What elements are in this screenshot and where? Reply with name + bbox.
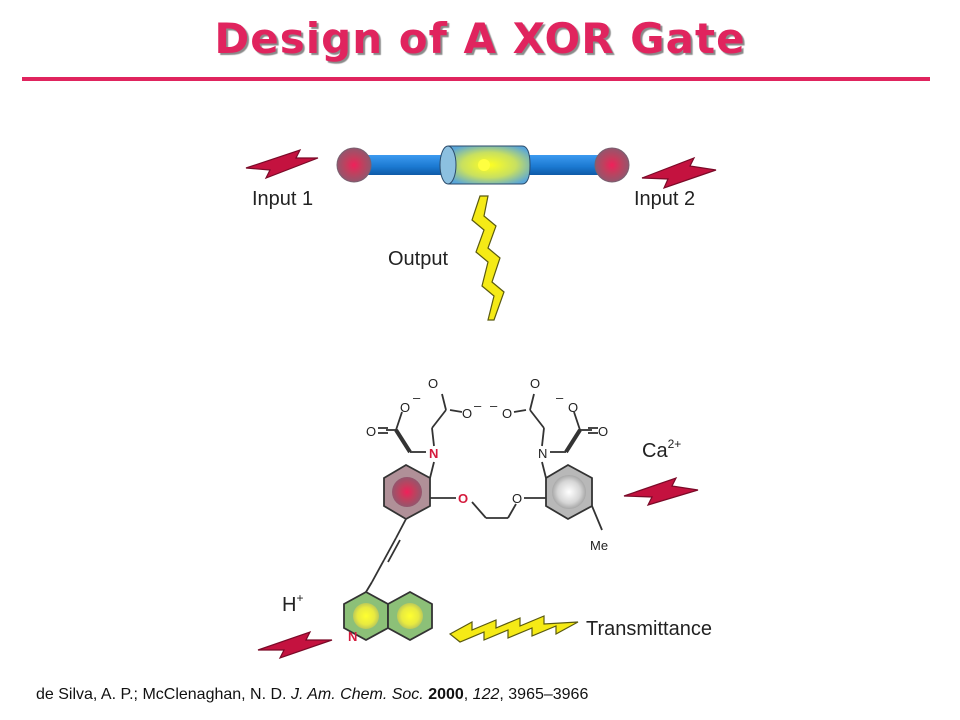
svg-text:O: O [462,406,472,421]
output-lightning-icon [471,195,505,321]
input1-receptor-icon [336,147,372,183]
transmittance-lightning-icon [448,615,579,643]
svg-text:O: O [598,424,608,439]
title-underline [22,77,930,81]
svg-text:Me: Me [590,538,608,553]
svg-text:O: O [502,406,512,421]
citation-year: 2000 [428,686,464,703]
citation: de Silva, A. P.; McClenaghan, N. D. J. A… [36,686,589,703]
ca-arrow-icon [623,476,699,506]
svg-text:–: – [556,390,564,405]
input2-arrow-icon [641,156,717,190]
svg-text:–: – [413,390,421,405]
page-title: Design of A XOR Gate [214,14,746,63]
svg-text:N: N [348,629,357,644]
svg-text:O: O [568,400,578,415]
svg-text:O: O [366,424,376,439]
svg-text:O: O [530,376,540,391]
citation-authors: de Silva, A. P.; McClenaghan, N. D. [36,686,287,703]
h-ion-label: H+ [282,591,304,617]
output-label: Output [388,248,449,270]
molecule-atom-labels: O O – O O – – O O O – O N N O O Me N [348,376,608,644]
citation-pages: 3965–3966 [508,686,589,703]
svg-text:O: O [428,376,438,391]
ca-base: Ca [642,440,668,462]
svg-text:N: N [538,446,547,461]
input2-label: Input 2 [634,188,696,210]
transmittance-label: Transmittance [586,618,712,640]
molecule-structure [343,393,603,642]
svg-text:–: – [474,398,482,413]
h-charge: + [296,591,304,605]
svg-text:–: – [490,398,498,413]
h-base: H [282,594,297,616]
svg-text:O: O [512,491,522,506]
svg-text:O: O [458,491,468,506]
ca-charge: 2+ [667,437,682,451]
input1-label: Input 1 [252,188,314,210]
h-arrow-icon [257,630,333,660]
input2-receptor-icon [594,147,630,183]
citation-journal: J. Am. Chem. Soc. [290,686,424,703]
svg-text:O: O [400,400,410,415]
svg-text:N: N [429,446,438,461]
input1-arrow-icon [245,148,319,180]
ca-ion-label: Ca2+ [642,437,682,463]
citation-volume: 122 [472,686,500,703]
molecular-rod-icon [368,145,618,185]
